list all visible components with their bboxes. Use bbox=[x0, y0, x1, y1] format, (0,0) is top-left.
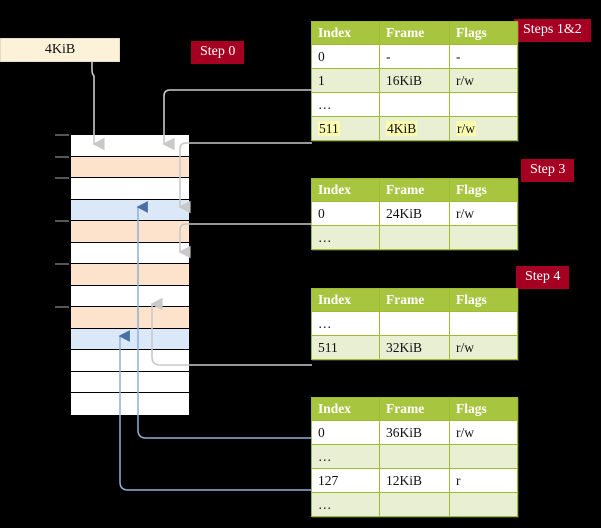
cell-index: 511 bbox=[311, 116, 380, 141]
cell-flags bbox=[449, 225, 518, 250]
column-header-index: Index bbox=[311, 21, 380, 45]
table-row: … bbox=[311, 92, 518, 117]
cell-flags: r bbox=[449, 468, 518, 493]
cell-frame: - bbox=[379, 44, 450, 69]
badge-steps-1-2: Steps 1&2 bbox=[514, 19, 591, 42]
cell-flags: r/w bbox=[449, 420, 518, 445]
virtual-address-box: 4KiB bbox=[0, 38, 120, 62]
frame-boundary-tick bbox=[55, 263, 69, 265]
cell-frame bbox=[379, 225, 450, 250]
highlighted-value: 4KiB bbox=[386, 120, 418, 136]
memory-frame-row bbox=[71, 264, 189, 286]
table-row: … bbox=[311, 225, 518, 250]
highlighted-value: r/w bbox=[456, 120, 476, 136]
column-header-frame: Frame bbox=[379, 178, 450, 202]
table-row: … bbox=[311, 311, 518, 336]
cell-flags: r/w bbox=[449, 201, 518, 226]
column-header-flags: Flags bbox=[449, 397, 518, 421]
cell-index: … bbox=[311, 225, 380, 250]
frame-boundary-tick bbox=[55, 306, 69, 308]
cell-index: … bbox=[311, 311, 380, 336]
memory-frame-row bbox=[71, 307, 189, 329]
table-row: … bbox=[311, 444, 518, 469]
cell-index: 127 bbox=[311, 468, 380, 493]
cell-frame: 32KiB bbox=[379, 335, 450, 360]
table-row: 0-- bbox=[311, 44, 518, 69]
column-header-index: Index bbox=[311, 178, 380, 202]
cell-frame: 12KiB bbox=[379, 468, 450, 493]
cell-flags bbox=[449, 311, 518, 336]
cell-frame: 4KiB bbox=[379, 116, 450, 141]
cell-frame: 24KiB bbox=[379, 201, 450, 226]
column-header-index: Index bbox=[311, 288, 380, 312]
cell-frame bbox=[379, 492, 450, 517]
cell-index: 0 bbox=[311, 420, 380, 445]
frame-boundary-tick bbox=[55, 177, 69, 179]
memory-frame-row bbox=[71, 328, 189, 350]
cell-flags: - bbox=[449, 44, 518, 69]
column-header-frame: Frame bbox=[379, 288, 450, 312]
cell-frame: 16KiB bbox=[379, 68, 450, 93]
memory-frame-row bbox=[71, 285, 189, 307]
cell-flags: r/w bbox=[449, 116, 518, 141]
cell-index: 0 bbox=[311, 44, 380, 69]
cell-flags bbox=[449, 492, 518, 517]
column-header-flags: Flags bbox=[449, 178, 518, 202]
cell-index: 1 bbox=[311, 68, 380, 93]
virtual-address-label: 4KiB bbox=[44, 42, 76, 57]
memory-frame-row bbox=[71, 242, 189, 264]
frame-boundary-tick bbox=[55, 134, 69, 136]
cell-flags bbox=[449, 92, 518, 117]
column-header-flags: Flags bbox=[449, 288, 518, 312]
highlighted-value: 511 bbox=[318, 120, 340, 136]
frame-boundary-tick bbox=[55, 220, 69, 222]
cell-flags bbox=[449, 444, 518, 469]
memory-frame-row bbox=[71, 178, 189, 200]
memory-frame-row bbox=[71, 350, 189, 372]
cell-flags: r/w bbox=[449, 68, 518, 93]
frame-boundary-tick bbox=[55, 155, 69, 158]
badge-step-0: Step 0 bbox=[191, 41, 245, 64]
column-header-flags: Flags bbox=[449, 21, 518, 45]
table-row: 511 4KiB r/w bbox=[311, 116, 518, 141]
column-header-frame: Frame bbox=[379, 397, 450, 421]
memory-frame-row bbox=[71, 393, 189, 415]
cell-frame: 36KiB bbox=[379, 420, 450, 445]
cell-frame bbox=[379, 444, 450, 469]
physical-memory-column bbox=[70, 134, 190, 415]
cell-index: 0 bbox=[311, 201, 380, 226]
cell-index: … bbox=[311, 492, 380, 517]
cell-flags: r/w bbox=[449, 335, 518, 360]
column-header-frame: Frame bbox=[379, 21, 450, 45]
cell-index: 511 bbox=[311, 335, 380, 360]
memory-frame-row bbox=[71, 135, 189, 157]
memory-frame-row bbox=[71, 221, 189, 243]
column-header-index: Index bbox=[311, 397, 380, 421]
memory-frame-row bbox=[71, 156, 189, 178]
table-row: … bbox=[311, 492, 518, 517]
memory-frame-row bbox=[71, 371, 189, 393]
cell-index: … bbox=[311, 92, 380, 117]
cell-index: … bbox=[311, 444, 380, 469]
cell-frame bbox=[379, 92, 450, 117]
memory-frame-row bbox=[71, 199, 189, 221]
badge-step-3: Step 3 bbox=[521, 159, 575, 182]
badge-step-4: Step 4 bbox=[516, 266, 570, 289]
cell-frame bbox=[379, 311, 450, 336]
